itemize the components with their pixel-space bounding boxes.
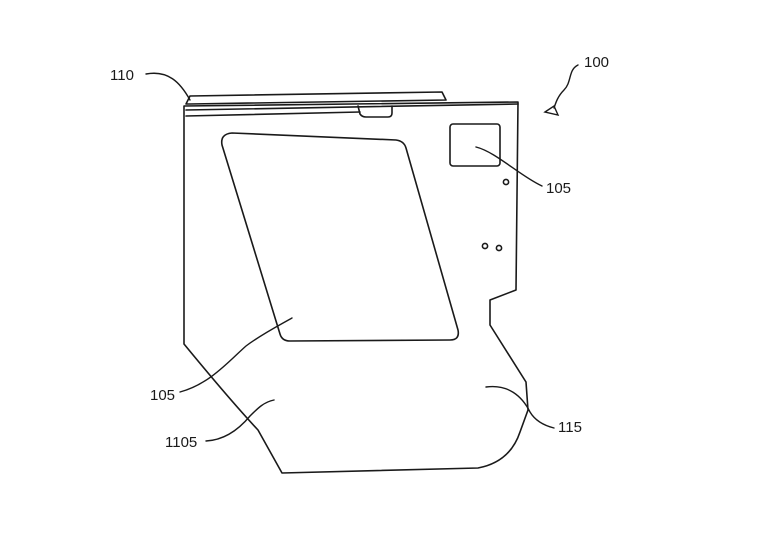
leader-1105 (205, 399, 275, 442)
small-square-panel (449, 123, 501, 167)
top-strip-inner-line-2 (185, 111, 361, 117)
label-110: 110 (110, 67, 134, 84)
door-panel-outline (183, 101, 529, 474)
label-105-square: 105 (546, 180, 571, 197)
label-105-window: 105 (150, 387, 175, 404)
hole-left (481, 242, 489, 250)
hole-right (495, 244, 503, 252)
leader-115 (485, 385, 555, 429)
leader-100 (553, 64, 579, 109)
window-opening (220, 132, 460, 342)
latch-tab (357, 105, 393, 118)
label-1105: 1105 (165, 434, 197, 451)
label-115: 115 (558, 419, 582, 436)
top-strip (185, 91, 447, 105)
top-strip-inner-line (185, 103, 519, 111)
leader-110 (145, 72, 191, 101)
leader-105-square (475, 146, 543, 187)
hole-upper (502, 178, 510, 186)
label-100: 100 (584, 54, 609, 71)
arrow-100 (543, 104, 560, 116)
leader-105-window (179, 317, 293, 393)
